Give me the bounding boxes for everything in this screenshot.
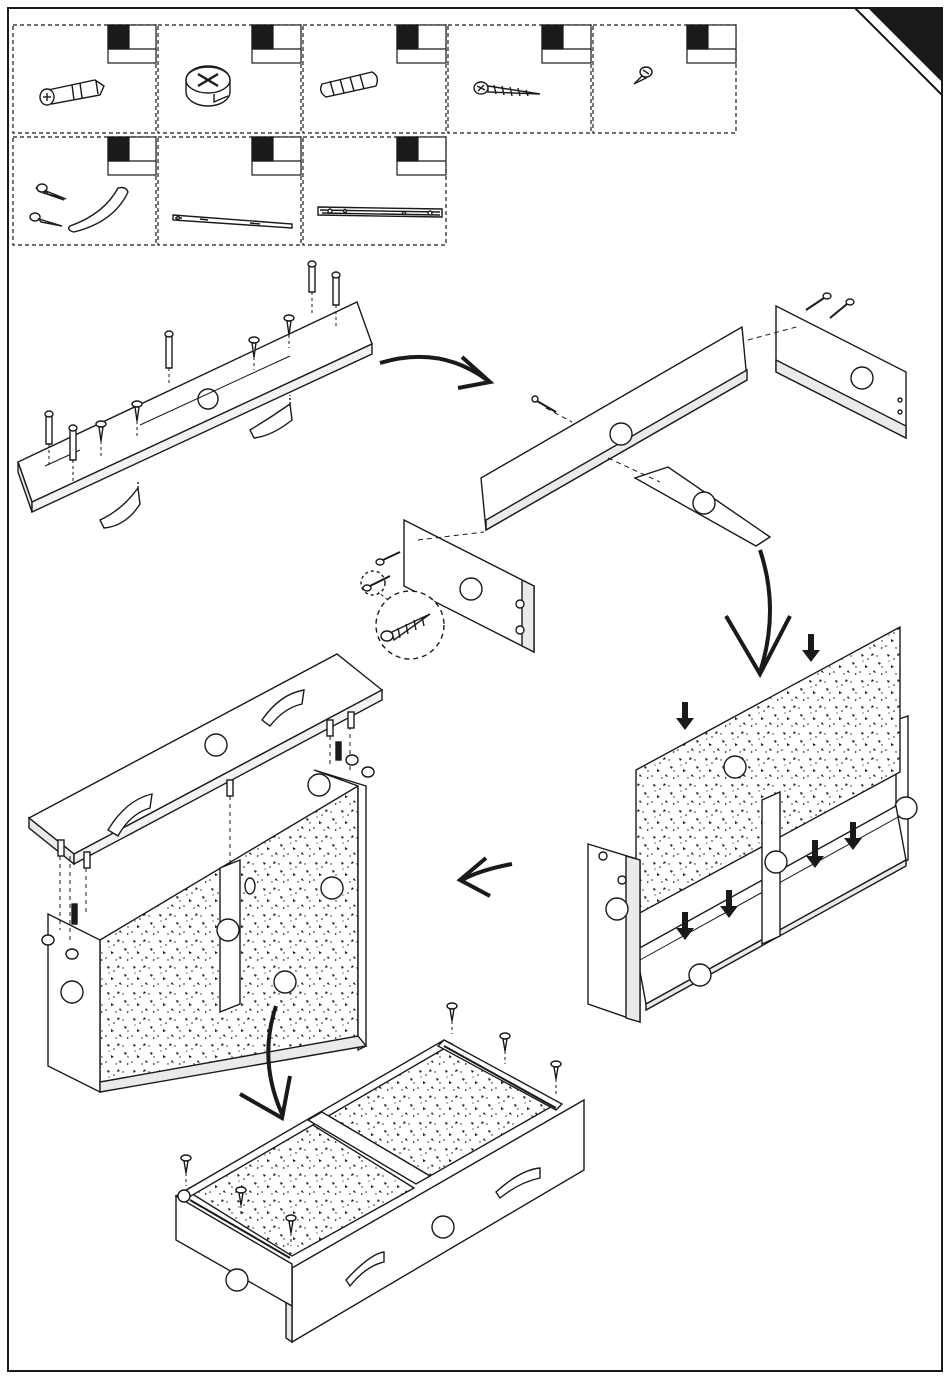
- part-marker: [851, 367, 873, 389]
- part-marker: [274, 971, 296, 993]
- part-marker: [693, 492, 715, 514]
- arrow-step2-to-step3: [726, 550, 790, 674]
- part-marker: [610, 423, 632, 445]
- handle-icon: [30, 184, 128, 232]
- qty-tag-2: [252, 25, 301, 63]
- step-2-frame: [361, 293, 906, 659]
- arrow-step1-to-step2: [380, 357, 490, 388]
- part-marker: [61, 981, 83, 1003]
- part-marker: [205, 734, 227, 756]
- part-marker: [724, 756, 746, 778]
- qty-tag-1: [108, 25, 156, 63]
- part-marker: [226, 1269, 248, 1291]
- qty-tag-6: [108, 137, 156, 175]
- step-1-top-panel: [18, 261, 372, 528]
- short-screw-icon: [634, 67, 652, 84]
- qty-tag-3: [397, 25, 446, 63]
- part-marker: [432, 1216, 454, 1238]
- corner-tab-icon: [855, 8, 942, 95]
- long-screw-icon: [474, 82, 540, 96]
- qty-tag-4: [542, 25, 591, 63]
- part-marker: [198, 389, 218, 409]
- part-marker: [460, 578, 482, 600]
- part-marker: [765, 851, 787, 873]
- part-marker: [217, 919, 239, 941]
- handle-under-2: [100, 488, 140, 528]
- step-4-top-cover: [29, 654, 382, 1092]
- part-marker: [689, 964, 711, 986]
- qty-tag-7: [252, 137, 301, 175]
- step-3-back-panel: [588, 627, 917, 1022]
- part-marker: [308, 774, 330, 796]
- qty-tag-8: [397, 137, 446, 175]
- part-marker: [321, 877, 343, 899]
- cam-bolt-icon: [40, 80, 104, 105]
- drawer-runner-icon: [173, 215, 292, 228]
- part-marker: [606, 898, 628, 920]
- cam-lock-icon: [186, 66, 230, 106]
- qty-tag-5: [687, 25, 736, 63]
- wooden-dowel-icon: [321, 72, 378, 97]
- handle-under-1: [250, 404, 292, 438]
- drawer-slide-icon: [318, 207, 442, 217]
- arrow-step3-to-step4: [460, 858, 512, 896]
